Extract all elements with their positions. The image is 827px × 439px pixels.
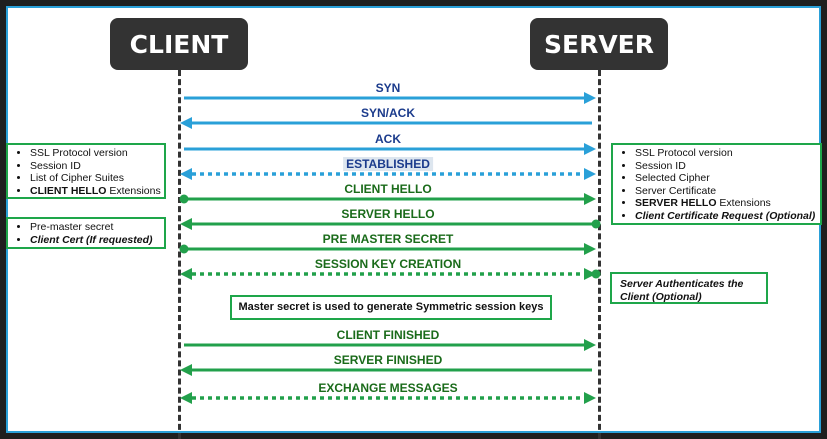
server-hello-item: SERVER HELLO Extensions bbox=[635, 197, 820, 210]
client-cert-request-item: Client Certificate Request (Optional) bbox=[635, 210, 820, 223]
message-label: ESTABLISHED bbox=[343, 157, 433, 171]
client-box: CLIENT bbox=[110, 18, 248, 70]
arrow-head bbox=[180, 364, 192, 376]
connector-dot bbox=[591, 219, 601, 229]
server-hello-item: Server Certificate bbox=[635, 185, 820, 198]
client-hello-item: CLIENT HELLO Extensions bbox=[30, 185, 164, 198]
client-hello-extensions-bold: CLIENT HELLO bbox=[30, 184, 107, 197]
server-hello-item: Selected Cipher bbox=[635, 172, 820, 185]
arrow-head bbox=[584, 339, 596, 351]
server-box: SERVER bbox=[530, 18, 668, 70]
arrow-head bbox=[180, 268, 192, 280]
arrow-head bbox=[584, 268, 596, 280]
pre-master-contents-box: Pre-master secret Client Cert (If reques… bbox=[6, 217, 166, 249]
connector-dot bbox=[591, 269, 601, 279]
arrow-head bbox=[584, 193, 596, 205]
client-hello-extensions-rest: Extensions bbox=[106, 184, 161, 197]
client-hello-item: SSL Protocol version bbox=[30, 147, 164, 160]
server-hello-item: SSL Protocol version bbox=[635, 147, 820, 160]
server-hello-item: Session ID bbox=[635, 160, 820, 173]
server-hello-extensions-rest: Extensions bbox=[716, 197, 771, 209]
client-hello-item: Session ID bbox=[30, 160, 164, 173]
message-label: CLIENT HELLO bbox=[344, 182, 432, 196]
server-lifeline bbox=[598, 70, 601, 439]
message-label: CLIENT FINISHED bbox=[336, 328, 440, 342]
client-hello-item: List of Cipher Suites bbox=[30, 172, 164, 185]
server-hello-extensions-bold: SERVER HELLO bbox=[635, 197, 717, 209]
arrow-head bbox=[584, 392, 596, 404]
client-cert-item: Client Cert (If requested) bbox=[30, 234, 164, 247]
arrow-head bbox=[180, 392, 192, 404]
arrow-head bbox=[180, 218, 192, 230]
arrow-head bbox=[584, 92, 596, 104]
connector-dot bbox=[179, 244, 189, 254]
message-label: PRE MASTER SECRET bbox=[322, 232, 454, 246]
arrow-head bbox=[180, 168, 192, 180]
connector-dot bbox=[179, 194, 189, 204]
server-authenticates-note: Server Authenticates the Client (Optiona… bbox=[610, 272, 768, 304]
pre-master-item: Pre-master secret bbox=[30, 221, 164, 234]
arrow-head bbox=[584, 243, 596, 255]
arrow-head bbox=[584, 143, 596, 155]
message-label: SYN bbox=[375, 81, 401, 95]
server-hello-contents-box: SSL Protocol version Session ID Selected… bbox=[611, 143, 822, 225]
arrow-head bbox=[584, 168, 596, 180]
arrow-head bbox=[180, 117, 192, 129]
message-label: SESSION KEY CREATION bbox=[314, 257, 462, 271]
message-label: SERVER HELLO bbox=[341, 207, 435, 221]
master-secret-note: Master secret is used to generate Symmet… bbox=[230, 295, 552, 320]
client-lifeline bbox=[178, 70, 181, 439]
message-label: EXCHANGE MESSAGES bbox=[318, 381, 458, 395]
message-label: SERVER FINISHED bbox=[333, 353, 443, 367]
client-hello-contents-box: SSL Protocol version Session ID List of … bbox=[6, 143, 166, 199]
message-label: SYN/ACK bbox=[360, 106, 416, 120]
message-label: ACK bbox=[375, 132, 401, 146]
